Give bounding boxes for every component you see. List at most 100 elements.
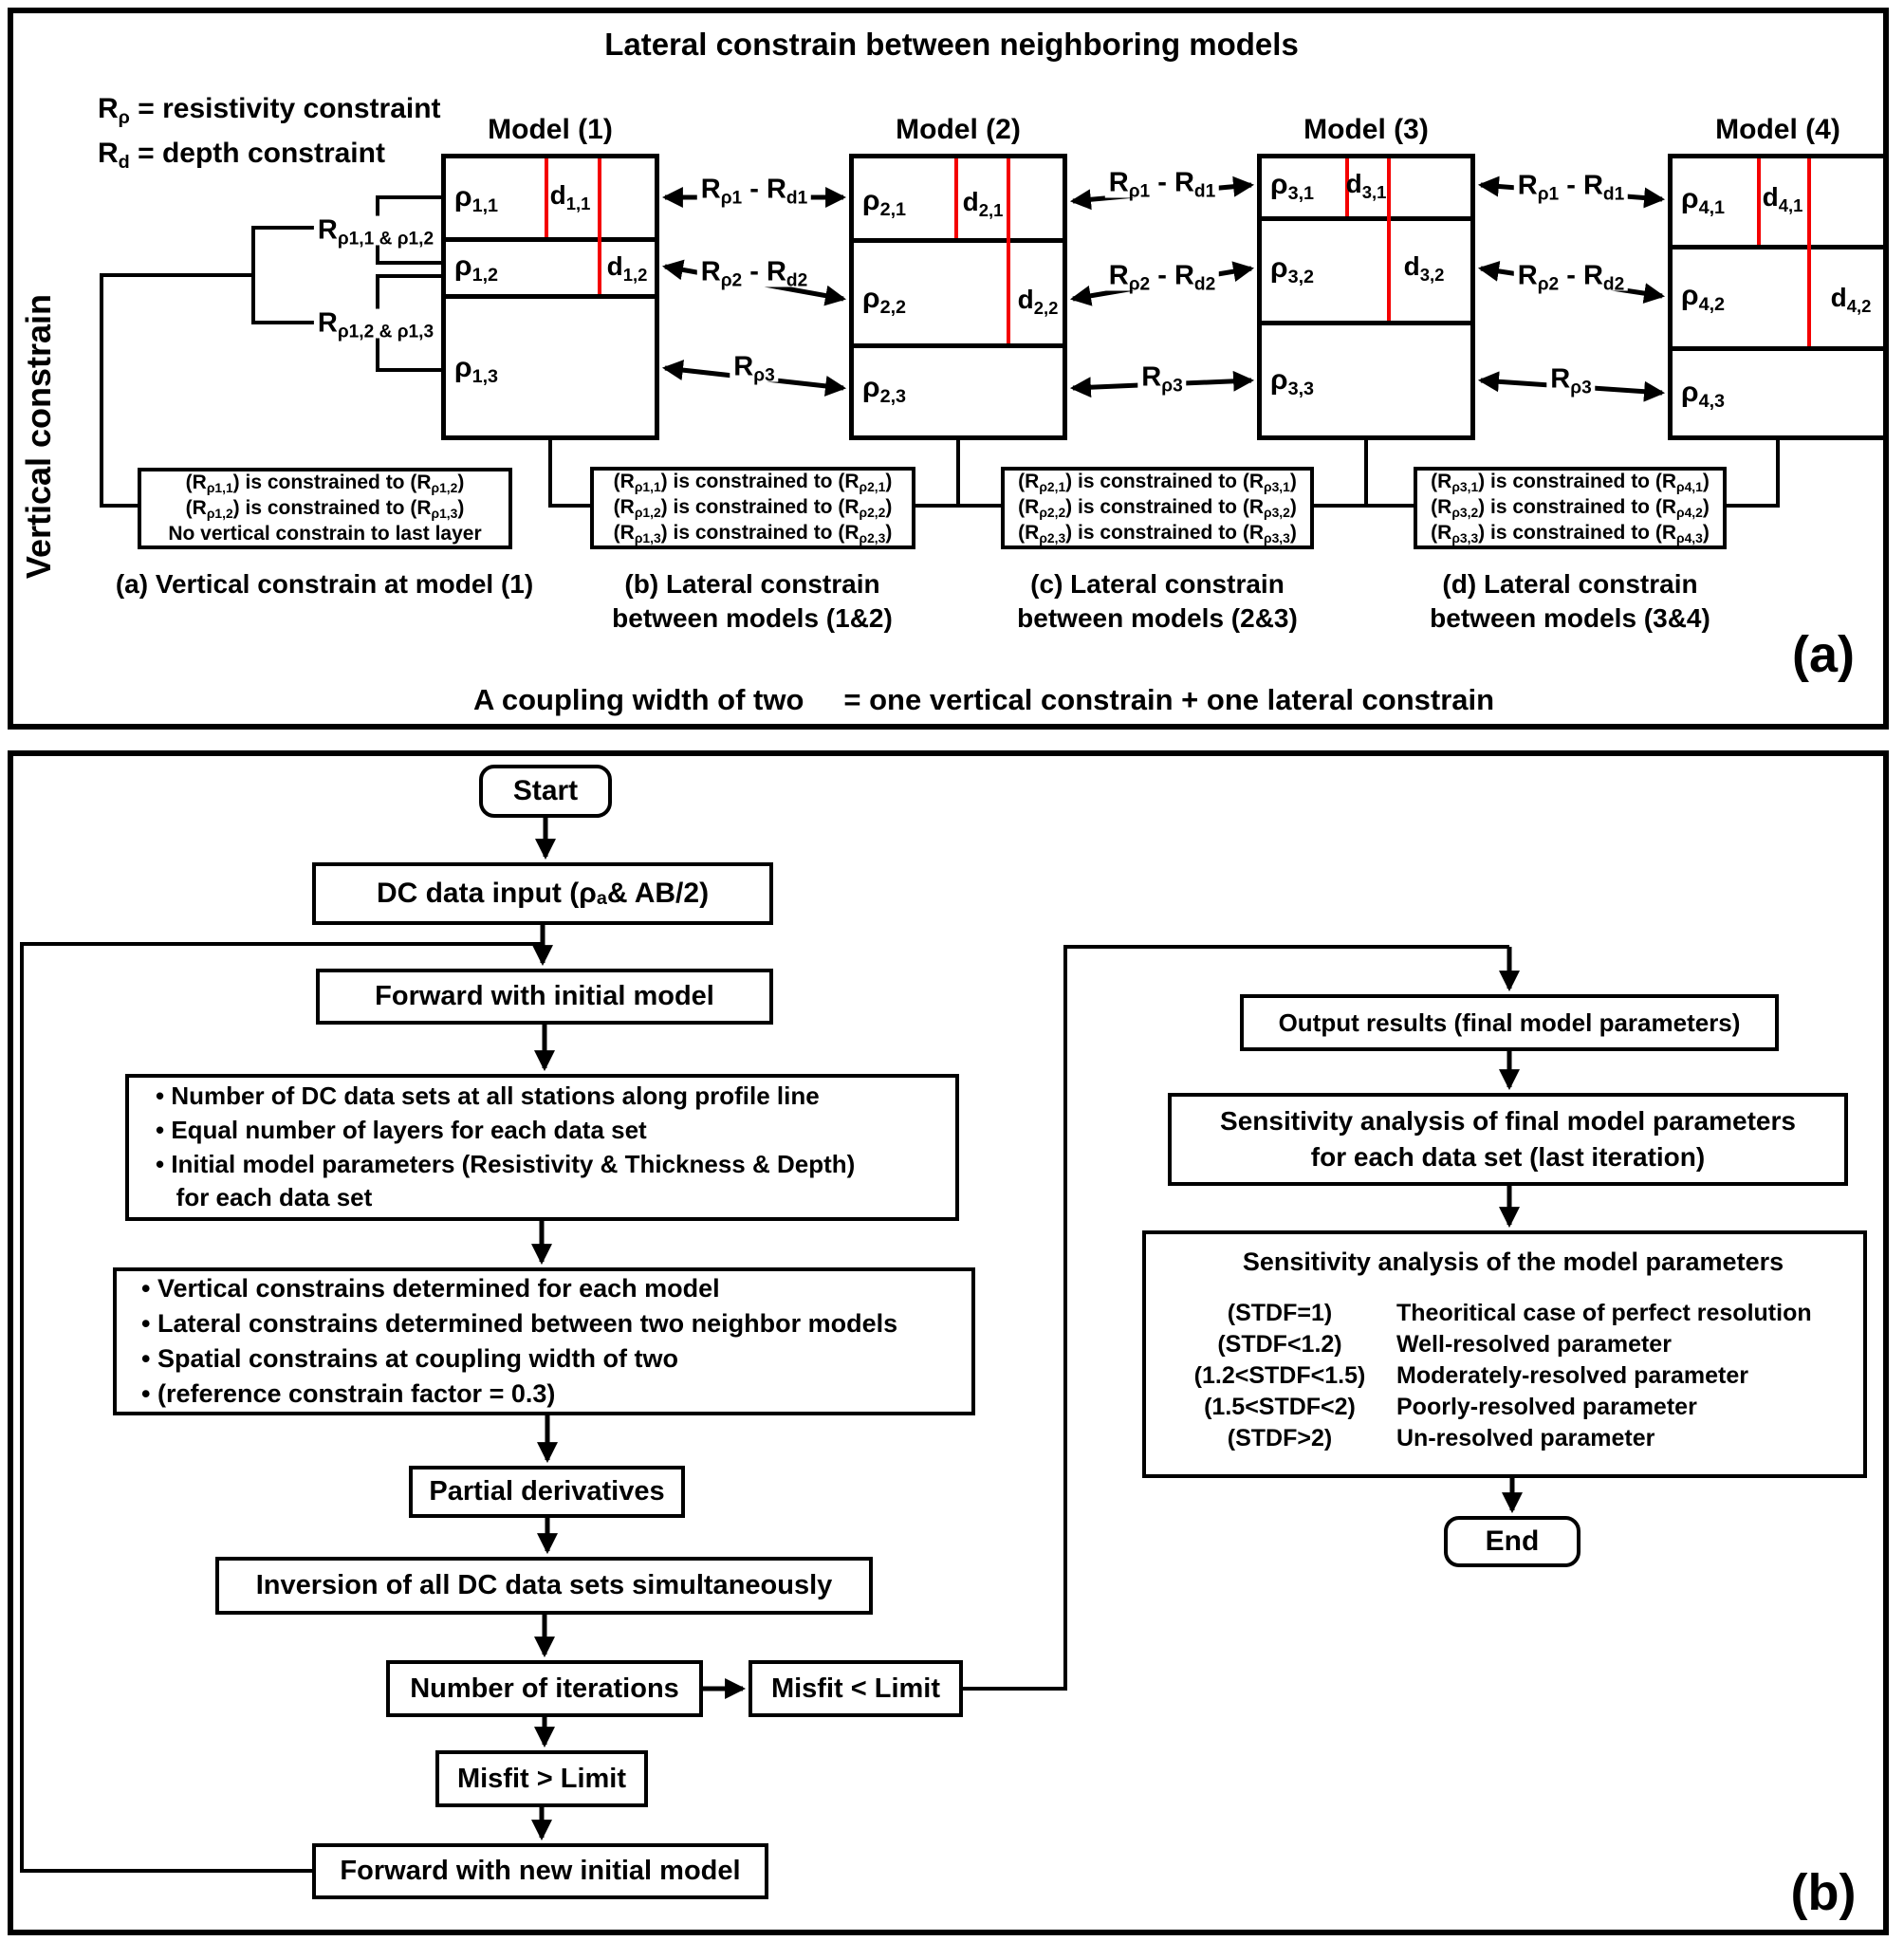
input-parameters-line-1: • Number of DC data sets at all stations… [156, 1081, 820, 1110]
flow-node-constraints: • Vertical constrains determined for eac… [113, 1267, 975, 1415]
lateral-label-r3-m34: Rρ3 [1546, 364, 1596, 397]
model-1-title: Model (1) [488, 114, 613, 145]
note-d-line-3: (Rρ3,3) is constrained to (Rρ4,3) [1431, 522, 1710, 546]
model-4-depth-line-2 [1807, 158, 1811, 346]
flow-node-sensitivity-final: Sensitivity analysis of final model para… [1168, 1093, 1848, 1186]
model-3-depth-line-2 [1387, 158, 1391, 321]
input-parameters-line-4: for each data set [156, 1183, 373, 1212]
model-2-depth-line-2 [1007, 158, 1010, 343]
caption-d-line-2: between models (3&4) [1430, 603, 1710, 633]
vertical-constraint-label-upper: Rρ1,1 & ρ1,2 [313, 215, 438, 248]
note-c-line-3: (Rρ2,3) is constrained to (Rρ3,3) [1018, 522, 1297, 546]
layer-label-rho-3-3: ρ3,3 [1270, 364, 1315, 399]
model-4-depth-line-1 [1757, 158, 1761, 245]
note-box-a: (Rρ1,1) is constrained to (Rρ1,2) (Rρ1,2… [138, 468, 512, 549]
constraints-line-1: • Vertical constrains determined for eac… [141, 1273, 720, 1303]
vertical-constraint-label-lower: Rρ1,2 & ρ1,3 [313, 308, 438, 341]
constraints-line-4: • (reference constrain factor = 0.3) [141, 1379, 556, 1409]
panel-b-corner-label: (b) [1790, 1864, 1857, 1921]
lateral-label-r2-m23: Rρ2 - Rd2 [1104, 261, 1220, 293]
lateral-label-r2-m34: Rρ2 - Rd2 [1513, 261, 1629, 293]
model-1-depth-line-1 [545, 158, 548, 237]
depth-label-d-1-2: d1,2 [606, 251, 648, 285]
sensitivity-final-line-1: Sensitivity analysis of final model para… [1220, 1106, 1796, 1136]
model-4-layer-divider-1 [1673, 245, 1883, 250]
flowchart-loop-lines [20, 942, 1509, 1873]
layer-label-rho-1-1: ρ1,1 [454, 181, 499, 216]
legend-resistivity-constraint: Rρ = resistivity constraint [98, 93, 441, 128]
caption-a: (a) Vertical constrain at model (1) [115, 569, 534, 599]
note-c-line-1: (Rρ2,1) is constrained to (Rρ3,1) [1018, 471, 1297, 495]
stdf-condition: (STDF>2) [1227, 1425, 1333, 1451]
coupling-width-note-left: A coupling width of two [473, 683, 804, 716]
depth-label-d-2-2: d2,2 [1017, 285, 1059, 318]
lateral-label-r1-m34: Rρ1 - Rd1 [1513, 171, 1629, 203]
note-a-line-1: (Rρ1,1) is constrained to (Rρ1,2) [185, 471, 465, 496]
note-a-line-2: (Rρ1,2) is constrained to (Rρ1,3) [185, 497, 465, 522]
flow-node-start: Start [479, 765, 612, 818]
model-3-layer-divider-2 [1262, 321, 1470, 325]
flow-node-inversion: Inversion of all DC data sets simultaneo… [215, 1557, 873, 1615]
lateral-label-r1-m23: Rρ1 - Rd1 [1104, 168, 1220, 200]
input-parameters-line-2: • Equal number of layers for each data s… [156, 1115, 647, 1144]
caption-b-line-2: between models (1&2) [612, 603, 893, 633]
flow-node-forward-initial-model: Forward with initial model [316, 969, 773, 1025]
coupling-width-note-right: = one vertical constrain + one lateral c… [843, 683, 1495, 716]
model-4-title: Model (4) [1715, 114, 1840, 145]
note-b-line-1: (Rρ1,1) is constrained to (Rρ2,1) [613, 471, 893, 495]
flow-node-forward-new-initial-model: Forward with new initial model [312, 1843, 768, 1899]
note-d-line-2: (Rρ3,2) is constrained to (Rρ4,2) [1431, 496, 1710, 521]
model-2-box [849, 154, 1067, 440]
lateral-label-r1-m12: Rρ1 - Rd1 [696, 175, 812, 207]
flow-node-partial-derivatives: Partial derivatives [409, 1466, 685, 1518]
depth-label-d-3-1: d3,1 [1345, 169, 1387, 202]
stdf-condition: (STDF=1) [1227, 1300, 1333, 1326]
stdf-description: Un-resolved parameter [1396, 1425, 1655, 1451]
lateral-label-r3-m12: Rρ3 [730, 352, 779, 384]
layer-label-rho-4-1: ρ4,1 [1681, 183, 1726, 218]
model-1-layer-divider-1 [446, 237, 655, 242]
flow-node-misfit-greater-than-limit: Misfit > Limit [435, 1750, 648, 1807]
constraints-line-2: • Lateral constrains determined between … [141, 1308, 898, 1338]
stdf-row: (1.2<STDF<1.5)Moderately-resolved parame… [1163, 1360, 1748, 1392]
flow-node-misfit-less-than-limit: Misfit < Limit [749, 1660, 963, 1717]
note-c-line-2: (Rρ2,2) is constrained to (Rρ3,2) [1018, 496, 1297, 521]
layer-label-rho-1-2: ρ1,2 [454, 250, 499, 286]
note-box-c: (Rρ2,1) is constrained to (Rρ3,1) (Rρ2,2… [1001, 467, 1314, 549]
depth-label-d-2-1: d2,1 [962, 187, 1004, 220]
layer-label-rho-4-2: ρ4,2 [1681, 280, 1726, 315]
vertical-constrain-axis-label: Vertical constrain [19, 293, 58, 580]
flow-node-output-results: Output results (final model parameters) [1240, 994, 1779, 1051]
stdf-description: Well-resolved parameter [1396, 1331, 1672, 1358]
layer-label-rho-2-1: ρ2,1 [862, 185, 907, 220]
panel-a-corner-label: (a) [1792, 626, 1855, 683]
constraints-line-3: • Spatial constrains at coupling width o… [141, 1344, 678, 1373]
caption-c-line-1: (c) Lateral constrain [1030, 569, 1285, 599]
model-3-box [1257, 154, 1475, 440]
layer-label-rho-1-3: ρ1,3 [454, 352, 499, 387]
stdf-row: (STDF=1)Theoritical case of perfect reso… [1163, 1298, 1812, 1329]
model-4-layer-divider-2 [1673, 346, 1883, 351]
stdf-row: (STDF>2) Un-resolved parameter [1163, 1423, 1655, 1454]
note-b-line-3: (Rρ1,3) is constrained to (Rρ2,3) [613, 522, 893, 546]
depth-label-d-3-2: d3,2 [1403, 251, 1445, 285]
stdf-description: Poorly-resolved parameter [1396, 1394, 1697, 1420]
model-1-layer-divider-2 [446, 294, 655, 299]
sensitivity-final-line-2: for each data set (last iteration) [1310, 1142, 1706, 1172]
depth-label-d-4-2: d4,2 [1830, 283, 1872, 316]
note-b-line-2: (Rρ1,2) is constrained to (Rρ2,2) [613, 496, 893, 521]
layer-label-rho-3-2: ρ3,2 [1270, 252, 1315, 287]
panel-b-border [8, 750, 1889, 1935]
flow-node-stdf-box: Sensitivity analysis of the model parame… [1142, 1230, 1867, 1478]
flow-node-number-of-iterations: Number of iterations [386, 1660, 703, 1717]
caption-b-line-1: (b) Lateral constrain [624, 569, 880, 599]
note-a-line-3: No vertical constrain to last layer [168, 523, 482, 545]
caption-c-line-2: between models (2&3) [1017, 603, 1298, 633]
input-parameters-line-3: • Initial model parameters (Resistivity … [156, 1149, 856, 1178]
model-2-depth-line-1 [954, 158, 958, 238]
stdf-description: Moderately-resolved parameter [1396, 1362, 1748, 1389]
model-2-layer-divider-1 [854, 238, 1063, 243]
model-3-layer-divider-1 [1262, 216, 1470, 221]
